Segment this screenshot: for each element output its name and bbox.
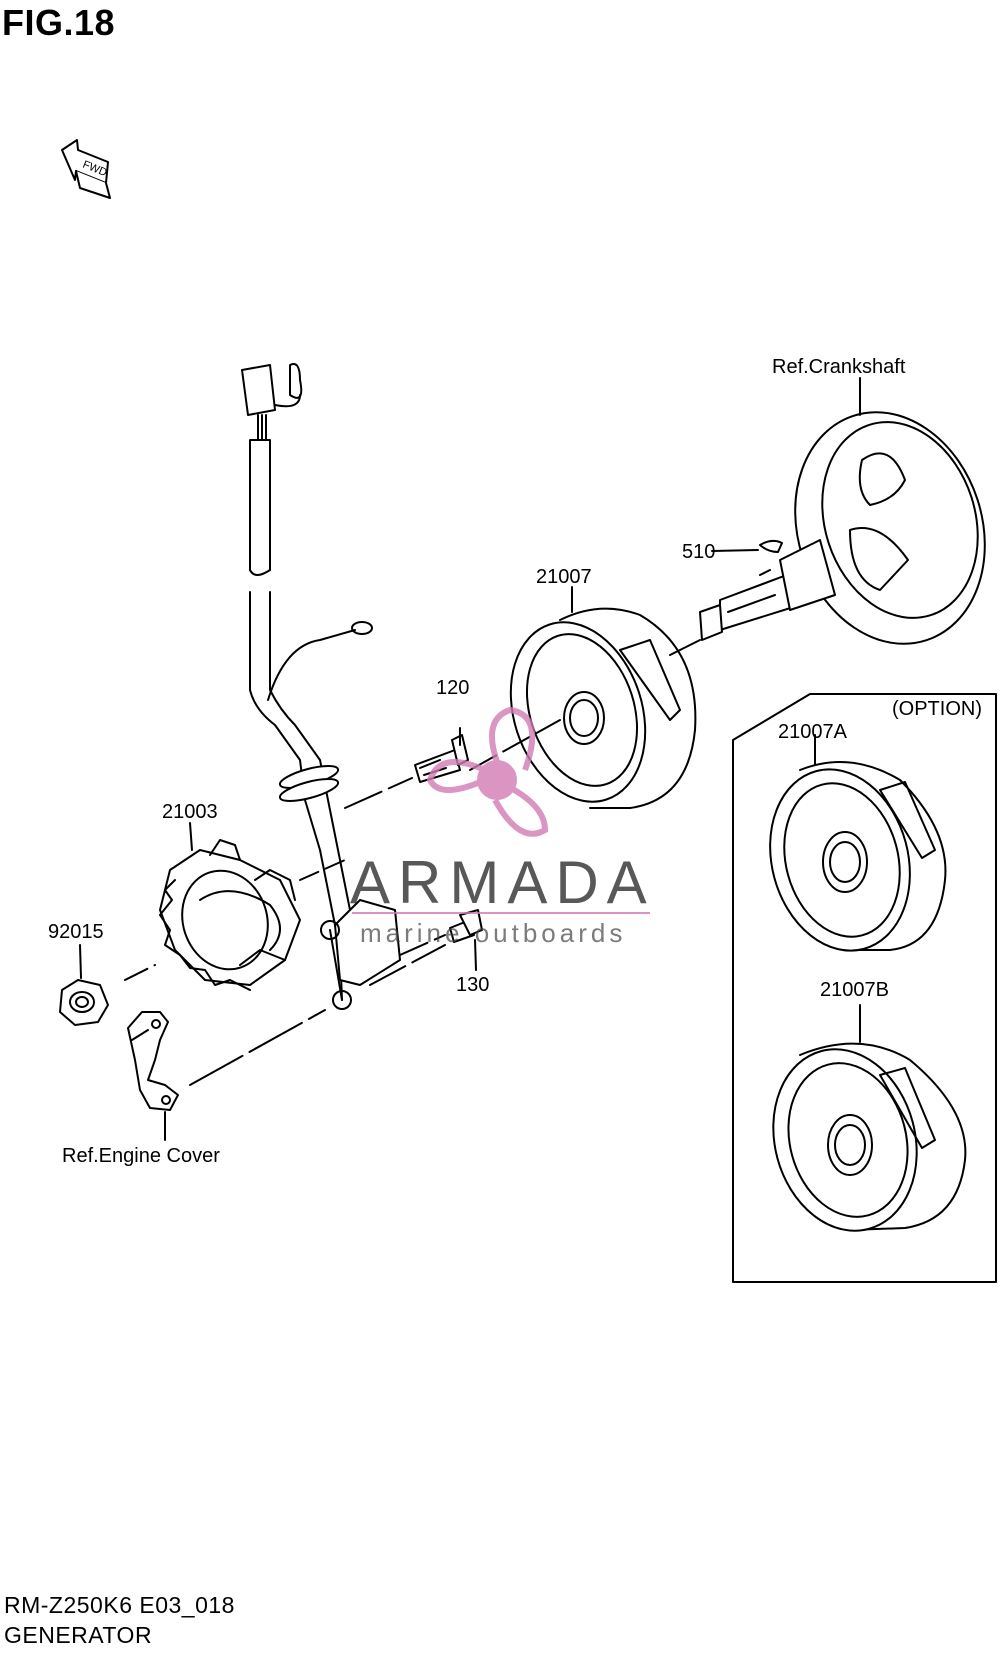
rotor-21007a-drawing [769, 761, 947, 952]
footer-model-code: RM-Z250K6 E03_018 [4, 1592, 235, 1618]
rotor-21007b-drawing [772, 1042, 967, 1232]
label-130: 130 [456, 974, 490, 996]
figure-title: FIG.18 [2, 2, 116, 43]
fwd-arrow-icon: FWD [61, 139, 111, 199]
label-120: 120 [436, 677, 470, 699]
crankshaft-drawing [699, 411, 986, 645]
wire-harness-drawing [241, 363, 401, 1010]
stator-21003-drawing [159, 839, 301, 991]
label-21003: 21003 [162, 801, 218, 823]
woodruff-key-510 [759, 539, 783, 553]
option-box-frame [732, 693, 997, 1283]
watermark-underline [352, 912, 650, 914]
label-21007: 21007 [536, 566, 592, 588]
label-ref-crankshaft: Ref.Crankshaft [772, 356, 906, 378]
rotor-21007-drawing [509, 607, 697, 809]
label-ref-engine-cover: Ref.Engine Cover [62, 1145, 220, 1167]
watermark-tagline: marine outboards [360, 918, 627, 948]
label-92015: 92015 [48, 921, 104, 943]
nut-92015-drawing [59, 979, 109, 1026]
watermark-brand: ARMADA [350, 849, 655, 916]
option-box-title: (OPTION) [892, 698, 982, 720]
label-510: 510 [682, 541, 716, 563]
label-21007a: 21007A [778, 721, 847, 743]
footer-section-name: GENERATOR [4, 1622, 153, 1648]
engine-cover-plate-drawing [127, 1011, 179, 1111]
bolt-130-drawing [449, 909, 483, 943]
watermark-propeller-icon [426, 706, 549, 837]
label-21007b: 21007B [820, 979, 889, 1001]
